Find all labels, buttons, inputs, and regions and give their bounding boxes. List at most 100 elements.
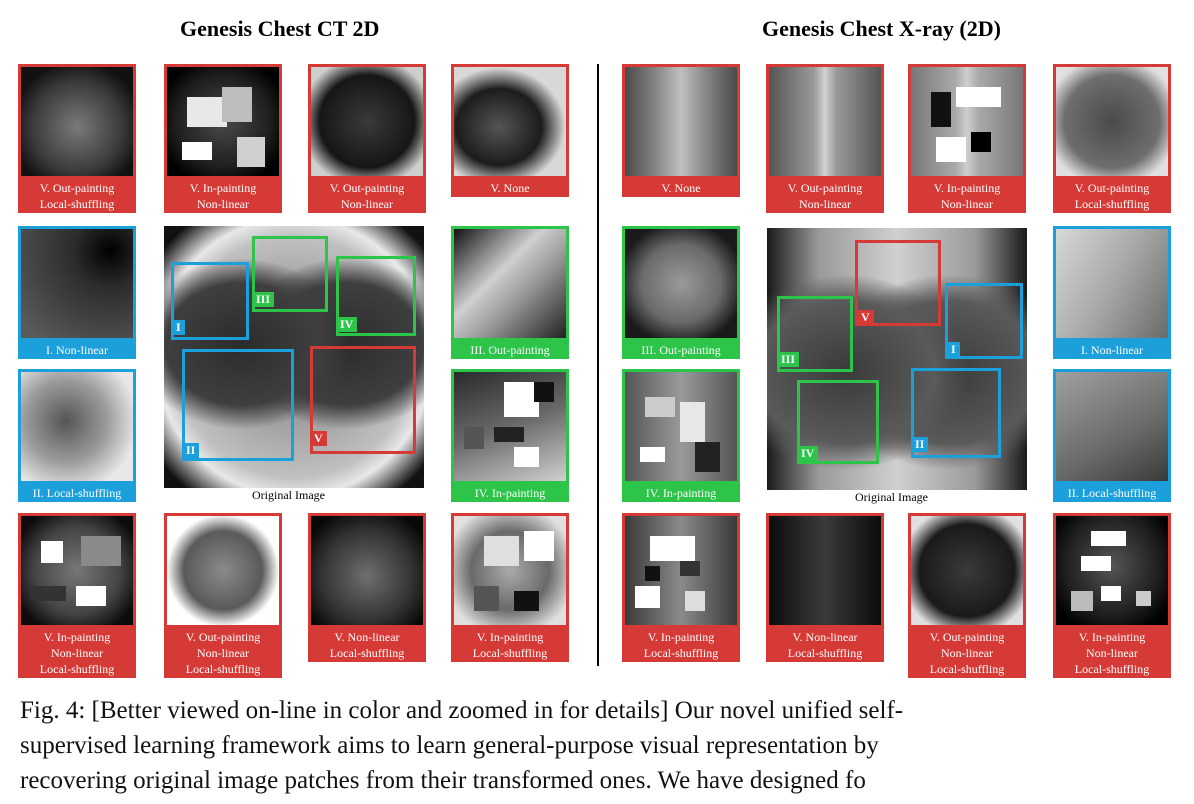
- transformed-patch: [1081, 556, 1111, 571]
- transformed-patch: [1136, 591, 1151, 606]
- region-tag: II: [911, 437, 929, 452]
- xray-tile-caption: IV. In-painting: [622, 484, 740, 502]
- xray-tile-caption: III. Out-painting: [622, 341, 740, 359]
- caption-text: I. Non-linear: [1081, 343, 1143, 357]
- caption-text: V. In-painting: [1078, 630, 1146, 644]
- xray-tile: I. Non-linear: [1053, 226, 1171, 359]
- xray-tile-caption: V. None: [622, 179, 740, 197]
- xray-tile-image: [908, 513, 1026, 628]
- transformed-patch: [494, 427, 524, 442]
- transformed-patch: [680, 561, 700, 576]
- region-box: [855, 240, 941, 326]
- region-tag: III: [777, 352, 800, 367]
- transformed-patch: [971, 132, 991, 152]
- ct-tile-image: [308, 513, 426, 628]
- caption-text: Local-shuffling: [39, 662, 115, 676]
- region-box: [171, 262, 249, 340]
- transformed-patch: [635, 586, 660, 608]
- caption-text: V. In-painting: [933, 181, 1001, 195]
- transformed-patch: [645, 566, 660, 581]
- caption-text: Non-linear: [941, 646, 993, 660]
- region-box: [945, 283, 1023, 359]
- transformed-patch: [76, 586, 106, 606]
- transformed-patch: [695, 442, 720, 472]
- caption-text: V. None: [661, 181, 701, 195]
- region-box: [336, 256, 416, 336]
- xray-tile: V. None: [622, 64, 740, 197]
- caption-text: II. Local-shuffling: [32, 486, 122, 500]
- region-tag: V: [310, 431, 327, 446]
- caption-line: supervised learning framework aims to le…: [20, 732, 879, 759]
- ct-panel-title: Genesis Chest CT 2D: [180, 16, 380, 41]
- xray-tile-image: [1053, 64, 1171, 179]
- xray-tile: II. Local-shuffling: [1053, 369, 1171, 502]
- ct-tile: III. Out-painting: [451, 226, 569, 359]
- caption-text: V. Out-painting: [787, 181, 863, 195]
- transformed-patch: [685, 591, 705, 611]
- caption-text: Non-linear: [941, 197, 993, 211]
- ct-tile-image: [18, 369, 136, 484]
- xray-tile-image: [622, 226, 740, 341]
- region-tag: V: [857, 310, 874, 325]
- xray-tile-image: [1053, 226, 1171, 341]
- caption-text: IV. In-painting: [474, 486, 546, 500]
- transformed-patch: [464, 427, 484, 449]
- transformed-patch: [81, 536, 121, 566]
- xray-tile-image: [1053, 369, 1171, 484]
- ct-tile-image: [18, 226, 136, 341]
- transformed-patch: [534, 382, 554, 402]
- caption-text: II. Local-shuffling: [1067, 486, 1157, 500]
- figure-caption: Fig. 4: [Better viewed on-line in color …: [20, 693, 1170, 798]
- ct-original-label: Original Image: [252, 488, 325, 502]
- transformed-patch: [524, 531, 554, 561]
- region-tag: IV: [336, 317, 358, 332]
- ct-tile-image: [451, 369, 569, 484]
- xray-panel-title: Genesis Chest X-ray (2D): [762, 16, 1001, 41]
- caption-text: V. In-painting: [189, 181, 257, 195]
- region-tag: I: [172, 320, 185, 335]
- xray-tile-caption: II. Local-shuffling: [1053, 484, 1171, 502]
- caption-text: III. Out-painting: [641, 343, 721, 357]
- xray-original-label: Original Image: [855, 490, 928, 504]
- ct-tile: IV. In-painting: [451, 369, 569, 502]
- xray-tile-image: [1053, 513, 1171, 628]
- caption-text: IV. In-painting: [645, 486, 717, 500]
- caption-text: Local-shuffling: [643, 646, 719, 660]
- xray-tile-image: [908, 64, 1026, 179]
- region-tag: III: [252, 292, 275, 307]
- region-box: [310, 346, 416, 454]
- transformed-patch: [237, 137, 265, 167]
- transformed-patch: [514, 447, 539, 467]
- transformed-patch: [680, 402, 705, 442]
- xray-tile: IV. In-painting: [622, 369, 740, 502]
- transformed-patch: [484, 536, 519, 566]
- transformed-patch: [650, 536, 695, 561]
- transformed-patch: [1091, 531, 1126, 546]
- xray-tile-caption: I. Non-linear: [1053, 341, 1171, 359]
- panel-divider: [597, 64, 599, 666]
- xray-tile: III. Out-painting: [622, 226, 740, 359]
- caption-text: V. Out-painting: [39, 181, 115, 195]
- caption-text: I. Non-linear: [46, 343, 108, 357]
- ct-tile-image: [164, 64, 282, 179]
- region-box: [252, 236, 328, 312]
- caption-text: III. Out-painting: [470, 343, 550, 357]
- caption-text: Non-linear: [1086, 646, 1138, 660]
- ct-tile: II. Local-shuffling: [18, 369, 136, 502]
- ct-tile-image: [451, 64, 569, 179]
